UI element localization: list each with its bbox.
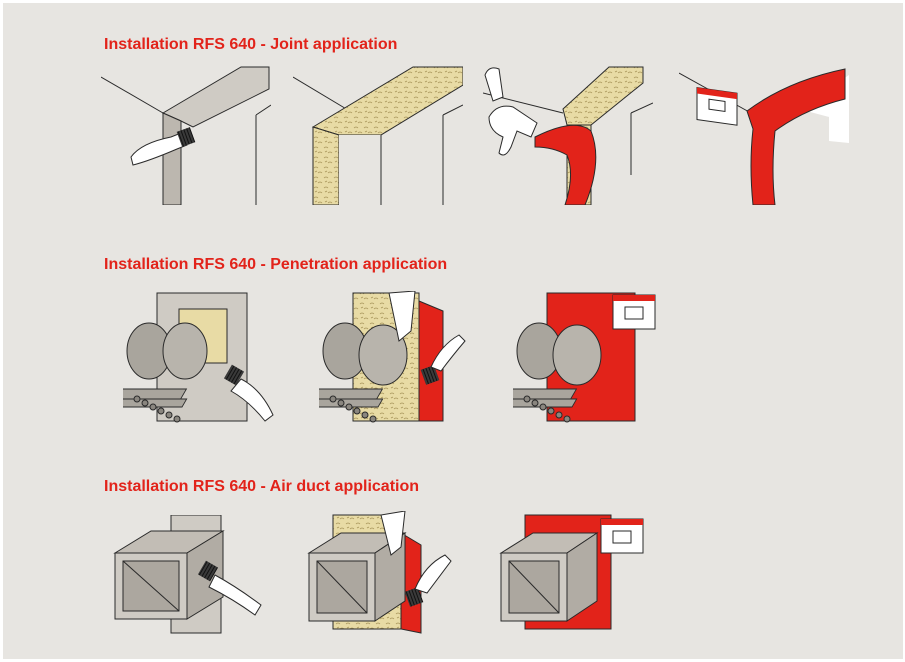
penetration-step-1 <box>123 291 283 431</box>
joint-step-4 <box>679 65 849 205</box>
identification-label-icon <box>696 86 738 126</box>
penetration-application-heading: Installation RFS 640 - Penetration appli… <box>104 256 448 273</box>
air-duct-step-2 <box>305 511 465 635</box>
joint-step-1 <box>101 65 271 205</box>
brush-icon <box>130 127 196 166</box>
spatula-icon <box>380 511 406 556</box>
spray-gun-icon <box>484 67 538 156</box>
air-duct-application-heading: Installation RFS 640 - Air duct applicat… <box>104 478 420 495</box>
installation-panel: Installation RFS 640 - Joint application… <box>3 3 903 659</box>
joint-application-heading: Installation RFS 640 - Joint application <box>104 36 398 53</box>
brush-icon <box>404 554 452 607</box>
joint-step-3 <box>483 65 653 205</box>
air-duct-step-1 <box>111 515 271 635</box>
identification-label-icon <box>600 518 644 554</box>
spatula-icon <box>388 291 416 342</box>
identification-label-icon <box>612 294 656 330</box>
brush-icon <box>420 334 466 385</box>
penetration-step-3 <box>513 291 673 431</box>
air-duct-step-3 <box>497 511 657 635</box>
penetration-step-2 <box>319 291 479 431</box>
joint-step-2 <box>293 65 463 205</box>
brush-icon <box>223 364 274 422</box>
brush-icon <box>197 560 262 616</box>
